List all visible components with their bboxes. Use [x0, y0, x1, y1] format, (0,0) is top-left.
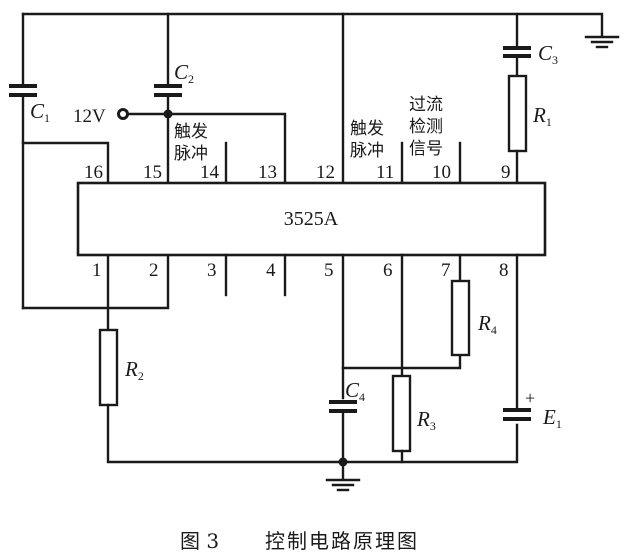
annotation-pin10-line1: 过流 — [409, 95, 443, 115]
r4-return-wire — [341, 353, 462, 370]
pin-label-15: 15 — [143, 162, 162, 183]
capacitor-c3 — [503, 46, 531, 58]
pin-label-3: 3 — [207, 260, 217, 281]
label-r1: R1 — [532, 103, 552, 129]
label-r3: R3 — [416, 407, 436, 433]
figure-number: 图 3 — [180, 529, 219, 553]
top-ground-rail — [21, 12, 604, 38]
label-r2: R2 — [124, 357, 144, 383]
pin-label-16: 16 — [84, 162, 103, 183]
ground-symbol-top — [584, 35, 620, 49]
pin1-pin2-loop — [21, 253, 170, 310]
pin-label-8: 8 — [499, 260, 509, 281]
label-c2: C2 — [174, 60, 194, 86]
pin-label-13: 13 — [258, 162, 277, 183]
figure-title: 控制电路原理图 — [265, 529, 419, 553]
pin-label-11: 11 — [376, 162, 394, 183]
capacitor-c2 — [154, 84, 182, 97]
annotation-pin11-line1: 触发 — [350, 119, 384, 139]
pin-label-6: 6 — [383, 260, 393, 281]
capacitor-c1 — [9, 84, 37, 97]
pin-label-2: 2 — [149, 260, 159, 281]
junction-ground — [338, 457, 348, 467]
annotation-pin14-line1: 触发 — [174, 122, 208, 142]
label-c1: C1 — [30, 99, 50, 125]
annotation-pin14-line2: 脉冲 — [174, 144, 208, 164]
chip-label: 3525A — [284, 208, 339, 230]
pin16-wire — [21, 141, 110, 185]
pin-label-9: 9 — [501, 162, 511, 183]
pin-label-10: 10 — [432, 162, 451, 183]
resistor-r2 — [98, 328, 119, 407]
pin-label-4: 4 — [266, 260, 276, 281]
resistor-r4 — [450, 279, 471, 357]
annotation-pin11-line2: 脉冲 — [350, 141, 384, 161]
annotation-pin10-line3: 信号 — [409, 139, 443, 159]
label-c4: C4 — [345, 378, 365, 404]
annotation-pin10-line2: 检测 — [409, 117, 443, 137]
ic-3525a — [76, 181, 547, 257]
label-r4: R4 — [477, 311, 497, 337]
resistor-r1 — [507, 74, 528, 153]
pin-label-7: 7 — [441, 260, 451, 281]
supply-terminal-icon — [117, 108, 129, 120]
ground-symbol-bottom — [325, 478, 361, 492]
pin-label-14: 14 — [200, 162, 220, 183]
label-e1: E1 — [542, 405, 562, 431]
resistor-r3 — [391, 374, 412, 453]
pin-label-12: 12 — [316, 162, 335, 183]
pin13-wire — [166, 112, 287, 185]
label-c3: C3 — [538, 41, 558, 67]
pin-label-5: 5 — [324, 260, 334, 281]
pin-label-1: 1 — [92, 260, 102, 281]
capacitor-c4 — [329, 400, 357, 413]
bottom-ground-rail — [106, 403, 519, 464]
supply-label: 12V — [73, 106, 106, 127]
capacitor-e1 — [503, 408, 531, 421]
e1-polarity-plus: + — [525, 388, 535, 408]
